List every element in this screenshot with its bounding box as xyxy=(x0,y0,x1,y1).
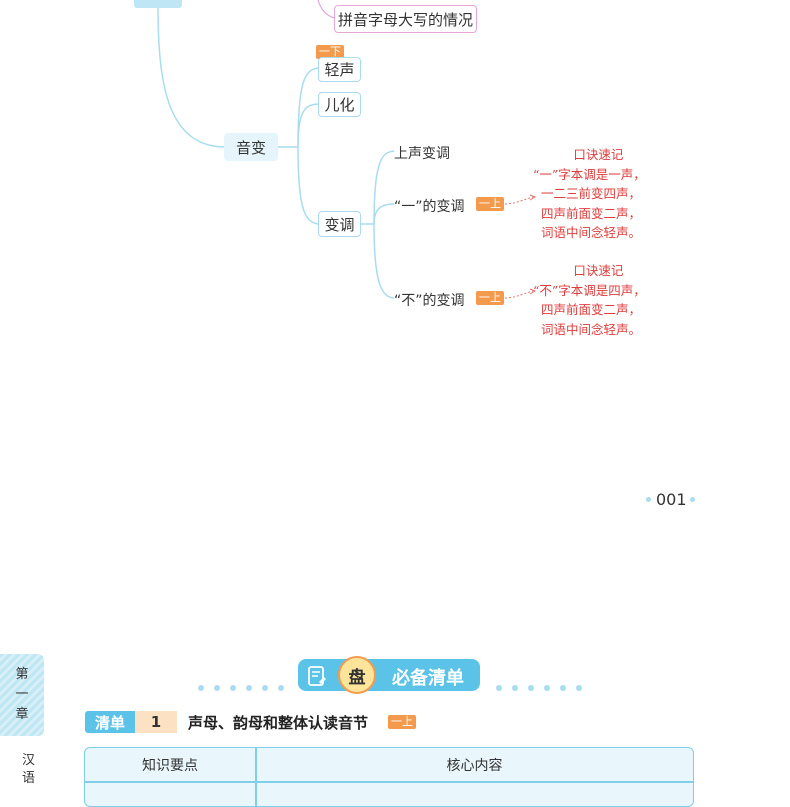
page-number: 001 xyxy=(656,490,687,509)
note-yi-line: “一”字本调是一声， xyxy=(533,166,646,182)
chapter-char: 章 xyxy=(15,707,29,722)
chapter-tab: 第 一 章 xyxy=(0,654,44,736)
note-bu-line: 四声前面变二声， xyxy=(541,302,642,317)
node-capital-letters: 拼音字母大写的情况 xyxy=(334,5,477,33)
banner-dot xyxy=(230,685,236,691)
banner-dot xyxy=(262,685,268,691)
notebook-icon xyxy=(308,666,326,686)
note-yi-line: 词语中间念轻声。 xyxy=(541,225,642,240)
note-bu-line: “不”字本调是四声， xyxy=(533,282,646,298)
page-number-dot-right xyxy=(690,497,695,502)
tag-grade-yi: 一上 xyxy=(476,197,504,211)
section-banner xyxy=(298,659,480,691)
node-yinbian: 音变 xyxy=(224,133,278,161)
chapter-char: 第 xyxy=(15,667,29,682)
node-yi-biandiao: “一”的变调 xyxy=(394,199,465,215)
banner-dot xyxy=(246,685,252,691)
node-erhua: 儿化 xyxy=(318,92,361,117)
note-yi-line: 一二三前变四声， xyxy=(541,186,642,201)
banner-dot xyxy=(528,685,534,691)
banner-pan-badge: 盘 xyxy=(338,656,376,694)
banner-dot xyxy=(560,685,566,691)
note-yi-line: 四声前面变二声， xyxy=(541,205,642,221)
page-number-dot-left xyxy=(646,497,651,502)
banner-dot xyxy=(576,685,582,691)
list-number: 1 xyxy=(135,711,177,733)
tag-grade-qingsheng: 一下 xyxy=(316,45,344,59)
node-biandiao: 变调 xyxy=(318,211,361,237)
banner-dot xyxy=(544,685,550,691)
banner-dot xyxy=(512,685,518,691)
top-blue-node xyxy=(134,0,182,8)
note-bu-line: 词语中间念轻声。 xyxy=(541,321,642,337)
table-header-underline xyxy=(85,781,693,783)
note-yi-mnemonic: 口诀速记 “一”字本调是一声， 一二三前变四声， 四声前面变二声， 词语中间念轻… xyxy=(533,145,646,243)
chapter-sub-char: 语 xyxy=(22,771,36,786)
knowledge-table: 知识要点 核心内容 xyxy=(84,747,694,807)
banner-dot xyxy=(496,685,502,691)
banner-dot xyxy=(198,685,204,691)
list-title: 声母、韵母和整体认读音节 xyxy=(188,714,369,732)
chapter-sub-char: 汉 xyxy=(22,753,36,768)
table-header-content: 核心内容 xyxy=(446,758,503,774)
table-header-points: 知识要点 xyxy=(142,758,198,774)
chapter-char: 一 xyxy=(15,687,29,702)
node-shangsheng: 上声变调 xyxy=(394,146,450,162)
node-qingsheng: 轻声 xyxy=(318,57,361,82)
tag-grade-list: 一上 xyxy=(388,715,416,729)
mindmap-connectors xyxy=(134,0,537,299)
tag-grade-bu: 一上 xyxy=(476,291,504,305)
banner-dot xyxy=(214,685,220,691)
note-bu-mnemonic: 口诀速记 “不”字本调是四声， 四声前面变二声， 词语中间念轻声。 xyxy=(533,261,646,339)
node-bu-biandiao: “不”的变调 xyxy=(394,293,465,309)
list-label: 清单 xyxy=(85,711,135,733)
note-bu-title: 口诀速记 xyxy=(573,263,624,278)
banner-title: 必备清单 xyxy=(392,668,464,689)
chapter-subtitle: 汉 语 xyxy=(22,752,35,788)
banner-dot xyxy=(278,685,284,691)
note-yi-title: 口诀速记 xyxy=(573,147,624,162)
table-divider xyxy=(255,748,257,806)
